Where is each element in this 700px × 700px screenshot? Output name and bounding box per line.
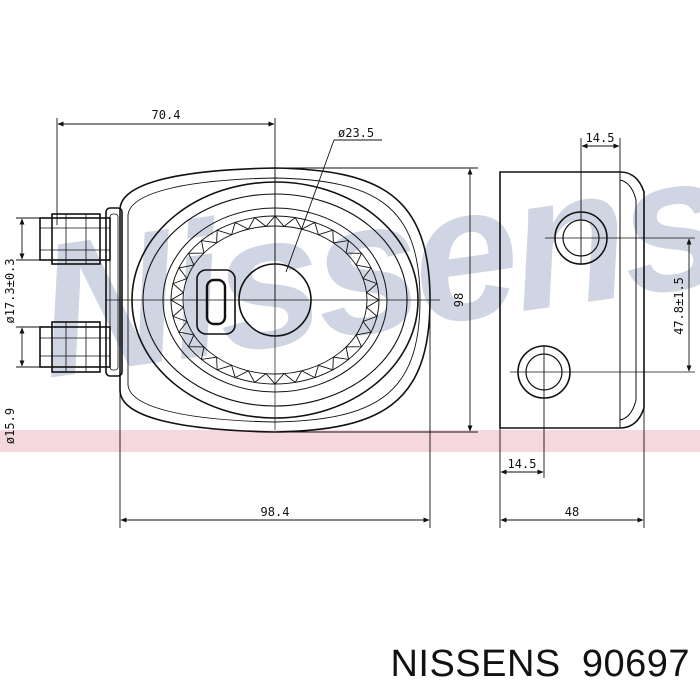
- part-number: 90697: [581, 643, 690, 685]
- dim-bottom-width: 98.4: [261, 505, 290, 519]
- watermark-stripe: [0, 430, 700, 452]
- dim-side-height: 98: [452, 293, 466, 307]
- dimension-labels: 70.4 ø23.5 14.5 98 ø17.3±0.3 ø15.9 47.8±…: [3, 108, 686, 519]
- dim-pipe-lower-diameter: ø15.9: [3, 408, 17, 444]
- side-center-lines: [510, 237, 695, 373]
- dim-side-port-spacing: 47.8±1.5: [672, 277, 686, 335]
- dim-center-diameter: ø23.5: [338, 126, 374, 140]
- brand-name: NISSENS: [390, 643, 561, 685]
- dim-side-width: 48: [565, 505, 579, 519]
- part-caption: NISSENS 90697: [390, 643, 690, 686]
- front-dimensions: [16, 118, 478, 528]
- oval-slot: [196, 269, 236, 335]
- dim-pipe-upper-diameter: ø17.3±0.3: [3, 258, 17, 323]
- side-dimensions: [499, 138, 692, 528]
- watermark-logo-text: Nissens: [24, 113, 700, 419]
- dim-side-top-offset: 14.5: [586, 131, 615, 145]
- dim-top-width: 70.4: [152, 108, 181, 122]
- dim-side-bottom-offset: 14.5: [508, 457, 537, 471]
- flange-plate: [105, 207, 123, 377]
